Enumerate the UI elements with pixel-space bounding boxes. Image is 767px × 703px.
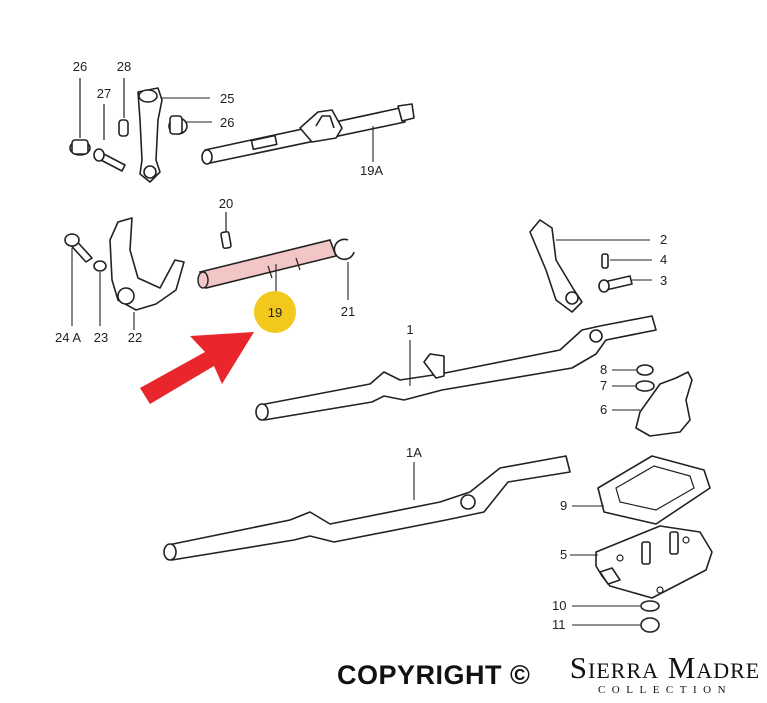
label-26b: 26 (220, 115, 234, 130)
label-1: 1 (406, 322, 413, 337)
label-5: 5 (560, 547, 567, 562)
part-11-nut (572, 617, 660, 633)
part-9-gasket (572, 455, 711, 525)
label-24a: 24 A (55, 330, 81, 345)
part-22-shift-fork (109, 217, 185, 330)
label-22: 22 (128, 330, 142, 345)
part-7-washer (612, 380, 655, 392)
part-10-washer (572, 600, 660, 612)
label-2: 2 (660, 232, 667, 247)
label-25: 25 (220, 91, 234, 106)
label-21: 21 (341, 304, 355, 319)
label-4: 4 (660, 252, 667, 267)
part-26b-screw (168, 115, 212, 135)
label-19a: 19A (360, 163, 383, 178)
label-7: 7 (600, 378, 607, 393)
part-23-washer (93, 260, 107, 326)
part-3-bolt (598, 275, 652, 293)
label-9: 9 (560, 498, 567, 513)
part-20-pin (220, 212, 232, 250)
part-5-cover-plate (570, 525, 713, 599)
callout-badge-19: 19 (254, 291, 296, 333)
part-2-lever (529, 219, 650, 313)
part-24a-bolt (64, 233, 93, 326)
part-25-lever (137, 87, 210, 183)
label-3: 3 (660, 273, 667, 288)
label-26: 26 (73, 59, 87, 74)
part-1-shift-rod (255, 315, 657, 421)
brand-name: Sierra Madre (569, 650, 761, 685)
part-19a-shift-rod (201, 103, 415, 165)
part-6-bracket (612, 371, 693, 437)
part-28-pin (118, 78, 129, 137)
label-20: 20 (219, 196, 233, 211)
part-8-nut (612, 364, 654, 376)
brand-logo: Sierra Madre COLLECTION (566, 652, 764, 697)
part-26-screw (69, 78, 91, 156)
label-23: 23 (94, 330, 108, 345)
label-11: 11 (552, 617, 566, 632)
label-8: 8 (600, 362, 607, 377)
label-10: 10 (552, 598, 566, 613)
label-1a: 1A (406, 445, 422, 460)
part-21-circlip (333, 238, 355, 300)
part-1a-shift-rod (163, 455, 571, 561)
pointer-arrow-icon (140, 332, 254, 404)
part-19-shift-rod-highlighted (197, 239, 338, 292)
label-19: 19 (268, 305, 282, 320)
copyright-notice: COPYRIGHT © (337, 660, 531, 690)
label-28: 28 (117, 59, 131, 74)
part-4-pin (601, 253, 652, 269)
part-27-bolt (93, 104, 126, 172)
brand-subtitle: COLLECTION (597, 684, 733, 696)
label-27: 27 (97, 86, 111, 101)
label-6: 6 (600, 402, 607, 417)
